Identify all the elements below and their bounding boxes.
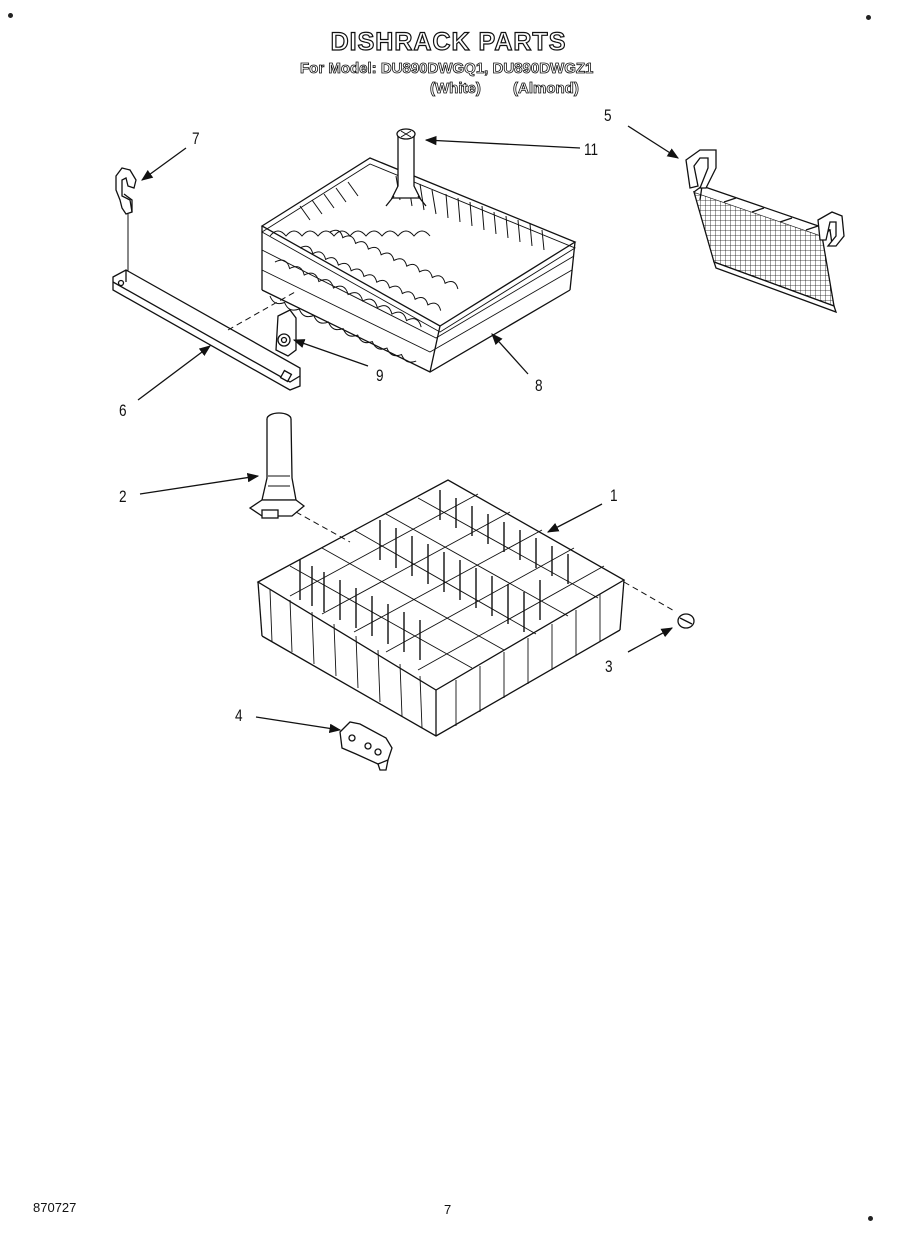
callout-11: 11 (584, 140, 599, 159)
page-title: DISHRACK PARTS (330, 27, 567, 56)
registration-mark-bottom-right (868, 1216, 873, 1221)
roller-bracket-part-4 (339, 721, 393, 771)
callout-3: 3 (605, 657, 613, 676)
rack-stop-part-9 (275, 309, 297, 357)
model-line: For Model: DU890DWGQ1, DU890DWGZ1 (300, 60, 594, 78)
registration-mark-top-right (866, 15, 871, 20)
callout-9: 9 (376, 366, 384, 385)
callout-2: 2 (119, 487, 127, 506)
silverware-basket-part-5 (685, 149, 845, 314)
rack-rail-part-6 (112, 269, 301, 391)
document-number: 870727 (33, 1200, 77, 1215)
rack-clip-part-7 (115, 167, 137, 272)
page-number: 7 (444, 1202, 452, 1217)
callout-8: 8 (535, 376, 543, 395)
registration-mark-top-left (8, 13, 13, 18)
callout-1: 1 (610, 486, 618, 505)
callout-7: 7 (192, 129, 200, 148)
variant-almond-label: (Almond) (513, 80, 580, 98)
callout-leaders (137, 125, 679, 734)
rack-wheel-part-3 (677, 613, 695, 629)
lower-dishrack-part-1 (256, 479, 677, 737)
callout-4: 4 (235, 706, 243, 725)
variant-white-label: (White) (430, 80, 482, 98)
upper-spray-tower-part-11 (385, 128, 427, 207)
upper-dishrack-part-8 (260, 157, 577, 373)
lower-spray-tower-part-2 (248, 412, 351, 543)
callout-5: 5 (604, 106, 612, 125)
callout-6: 6 (119, 401, 127, 420)
